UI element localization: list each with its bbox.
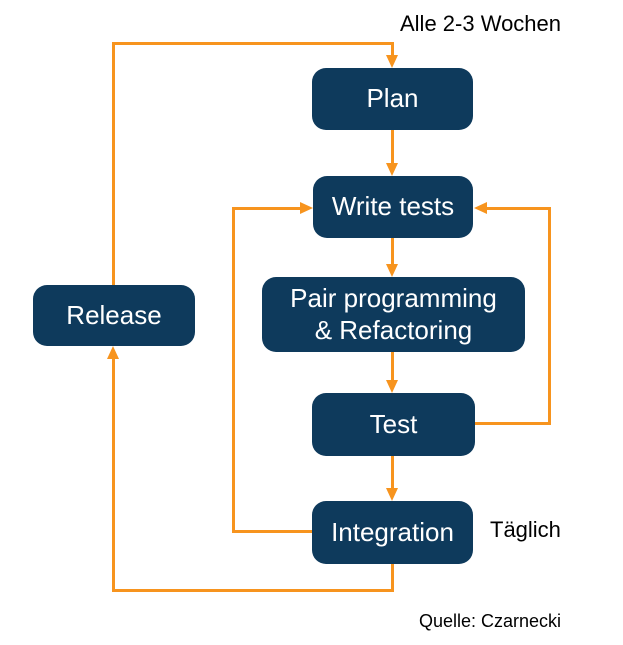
- connector-integration-down: [391, 564, 394, 592]
- connector-test-to-integration: [391, 456, 394, 489]
- connector-plan-to-writetests: [391, 130, 394, 164]
- arrowhead-into-integration: [386, 488, 398, 501]
- connector-pair-to-test: [391, 352, 394, 381]
- connector-integration-out-left: [232, 530, 312, 533]
- connector-bottom-horizontal: [112, 589, 394, 592]
- arrowhead-into-writetests-right: [474, 202, 487, 214]
- connector-writetests-to-pair: [391, 238, 394, 265]
- arrowhead-into-plan: [386, 55, 398, 68]
- connector-right-loop-vertical: [548, 207, 551, 425]
- connector-left-loop-into-writetests: [232, 207, 301, 210]
- source-note-label: Quelle: Czarnecki: [419, 611, 562, 631]
- cycle-note-label: Alle 2-3 Wochen: [400, 11, 562, 36]
- integration-box: Integration: [312, 501, 473, 564]
- connector-release-to-plan-drop: [391, 42, 394, 56]
- arrowhead-into-writetests-left: [300, 202, 313, 214]
- arrowhead-into-test: [386, 380, 398, 393]
- connector-right-loop-into-writetests: [487, 207, 551, 210]
- test-box: Test: [312, 393, 475, 456]
- connector-test-out-right: [475, 422, 551, 425]
- daily-note-label: Täglich: [490, 517, 561, 542]
- release-box: Release: [33, 285, 195, 346]
- connector-release-to-plan-horizontal: [112, 42, 394, 45]
- pair-programming-box: Pair programming & Refactoring: [262, 277, 525, 352]
- plan-box: Plan: [312, 68, 473, 130]
- connector-up-into-release: [112, 358, 115, 592]
- arrowhead-into-writetests-top: [386, 163, 398, 176]
- arrowhead-into-release: [107, 346, 119, 359]
- arrowhead-into-pair: [386, 264, 398, 277]
- write-tests-box: Write tests: [313, 176, 473, 238]
- connector-release-to-plan-vertical: [112, 42, 115, 285]
- connector-left-loop-vertical: [232, 207, 235, 533]
